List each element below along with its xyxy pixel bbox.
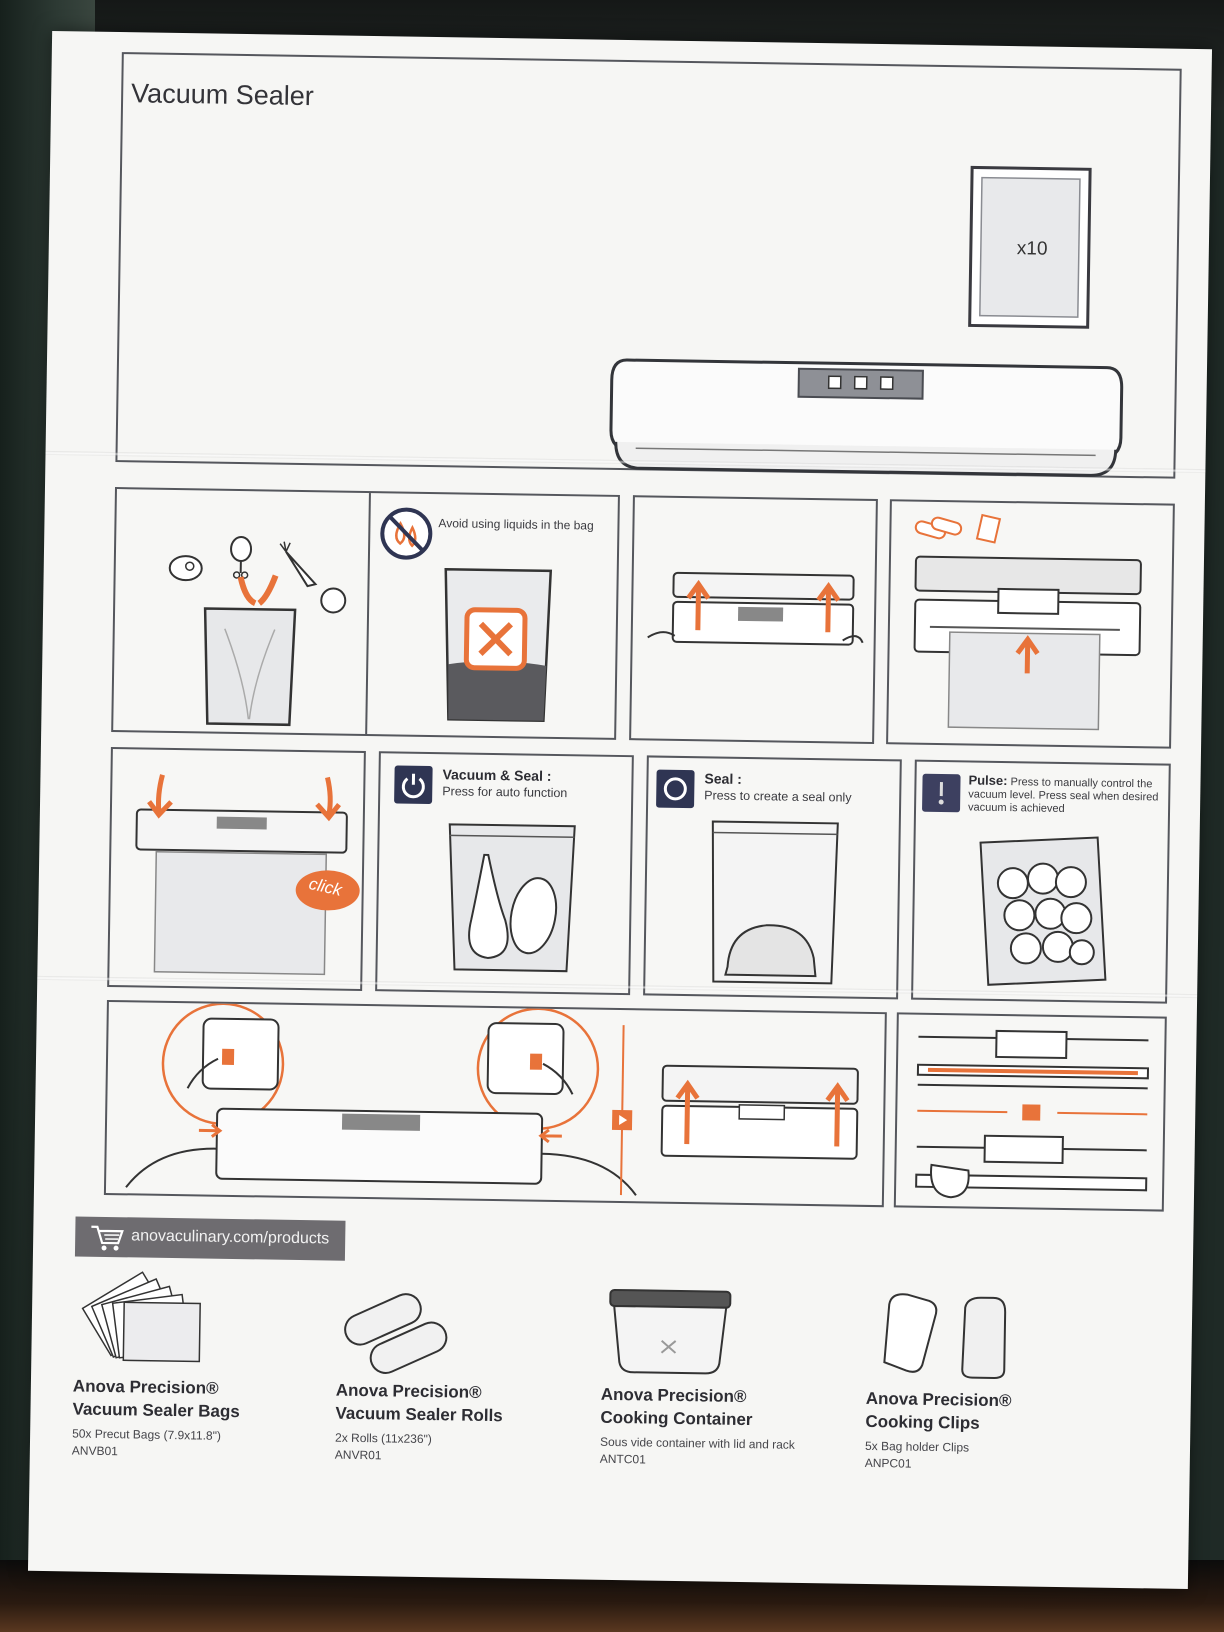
- steps-row-1: Avoid using liquids in the bag: [111, 487, 1175, 749]
- step-panel-insert-bag: [886, 499, 1175, 749]
- product-title: Vacuum Sealer Rolls: [335, 1403, 503, 1426]
- step-panel-release-lid: [103, 999, 887, 1208]
- instruction-sheet: Vacuum Sealer x10: [27, 30, 1213, 1590]
- product-name: Anova Precision® Vacuum Sealer Rolls: [335, 1380, 503, 1428]
- rolls-icon: [914, 513, 1002, 544]
- product-desc: 2x Rolls (11x236"): [334, 1430, 432, 1447]
- pulse-title: Pulse:: [968, 772, 1008, 789]
- sealed-pear-bag-illustration: [448, 823, 576, 973]
- shop-url-banner[interactable]: anovaculinary.com/products: [74, 1216, 346, 1261]
- step-panel-fill-bag: Avoid using liquids in the bag: [111, 487, 620, 740]
- food-icons: [168, 536, 347, 614]
- power-icon: [394, 765, 433, 805]
- vacuum-seal-title: Vacuum & Seal :: [442, 766, 552, 784]
- release-buttons-illustration: [125, 1002, 859, 1196]
- steps-row-3: [103, 999, 1167, 1212]
- bags-stack-icon: [81, 1271, 201, 1363]
- product-brand: Anova Precision®: [865, 1388, 1012, 1411]
- vacuum-seal-caption: Vacuum & Seal : Press for auto function: [442, 766, 568, 801]
- liquid-bag-illustration: [444, 567, 553, 723]
- product-cooking-clips: Anova Precision® Cooking Clips 5x Bag ho…: [864, 1284, 1108, 1528]
- sealed-fruit-bag-illustration: [979, 836, 1107, 986]
- product-code: ANTC01: [599, 1451, 646, 1467]
- clips-icon: [883, 1293, 1007, 1379]
- sealed-meat-bag-illustration: [711, 820, 839, 985]
- vacuum-sealer-illustration: [609, 358, 1124, 477]
- container-icon: [609, 1288, 732, 1375]
- steps-row-2: click Vacuum & Seal : Press for auto fun…: [107, 746, 1171, 1004]
- panel-divider: [365, 493, 371, 735]
- open-bag-illustration: [203, 574, 297, 727]
- step-panel-seal: Seal : Press to create a seal only: [643, 755, 902, 1000]
- product-name: Anova Precision® Vacuum Sealer Bags: [72, 1375, 240, 1423]
- product-vacuum-rolls: Anova Precision® Vacuum Sealer Rolls 2x …: [334, 1276, 578, 1520]
- vacuum-seal-desc: Press for auto function: [442, 783, 568, 800]
- product-desc: 50x Precut Bags (7.9x11.8"): [72, 1426, 222, 1443]
- product-name: Anova Precision® Cooking Clips: [865, 1388, 1011, 1436]
- step-panel-clean-tray: [893, 1012, 1167, 1212]
- product-desc: Sous vide container with lid and rack: [599, 1434, 795, 1452]
- insert-bag-illustration: [913, 555, 1142, 731]
- product-title: Cooking Container: [600, 1407, 753, 1430]
- product-cooking-container: Anova Precision® Cooking Container Sous …: [599, 1280, 843, 1524]
- product-code: ANPC01: [864, 1455, 912, 1471]
- step-panel-vacuum-seal: Vacuum & Seal : Press for auto function: [375, 751, 634, 996]
- product-brand: Anova Precision®: [72, 1376, 219, 1398]
- seal-desc: Press to create a seal only: [704, 787, 852, 805]
- step-panel-open-lid: [629, 495, 878, 744]
- bag-pack-illustration: [968, 165, 1092, 329]
- seal-circle-icon: [656, 769, 695, 809]
- page-title: Vacuum Sealer: [130, 78, 315, 112]
- product-name: Anova Precision® Cooking Container: [600, 1384, 753, 1432]
- pulse-icon: [922, 773, 961, 813]
- product-vacuum-bags: Anova Precision® Vacuum Sealer Bags 50x …: [71, 1271, 315, 1515]
- step-panel-pulse: Pulse: Press to manually control the vac…: [911, 759, 1171, 1004]
- no-liquid-icon: [380, 507, 433, 560]
- seal-caption: Seal : Press to create a seal only: [704, 770, 852, 806]
- seal-title: Seal :: [704, 770, 742, 787]
- pulse-caption: Pulse: Press to manually control the vac…: [968, 772, 1164, 818]
- product-brand: Anova Precision®: [600, 1384, 747, 1407]
- shopping-cart-icon: [91, 1225, 124, 1251]
- step-panel-close-lid: click: [107, 746, 366, 991]
- product-code: ANVB01: [71, 1443, 119, 1459]
- product-title: Cooking Clips: [865, 1411, 980, 1433]
- clean-tray-illustration: [915, 1029, 1150, 1199]
- close-lid-illustration: [135, 774, 360, 976]
- bag-count-label: x10: [1016, 238, 1048, 260]
- shop-url-text[interactable]: anovaculinary.com/products: [131, 1227, 330, 1248]
- product-title: Vacuum Sealer Bags: [72, 1399, 240, 1422]
- product-brand: Anova Precision®: [335, 1380, 482, 1402]
- product-desc: 5x Bag holder Clips: [864, 1438, 970, 1455]
- open-lid-illustration: [647, 571, 864, 646]
- liquid-warning-text: Avoid using liquids in the bag: [438, 516, 594, 533]
- rolls-product-icon: [344, 1293, 448, 1374]
- product-code: ANVR01: [334, 1447, 382, 1463]
